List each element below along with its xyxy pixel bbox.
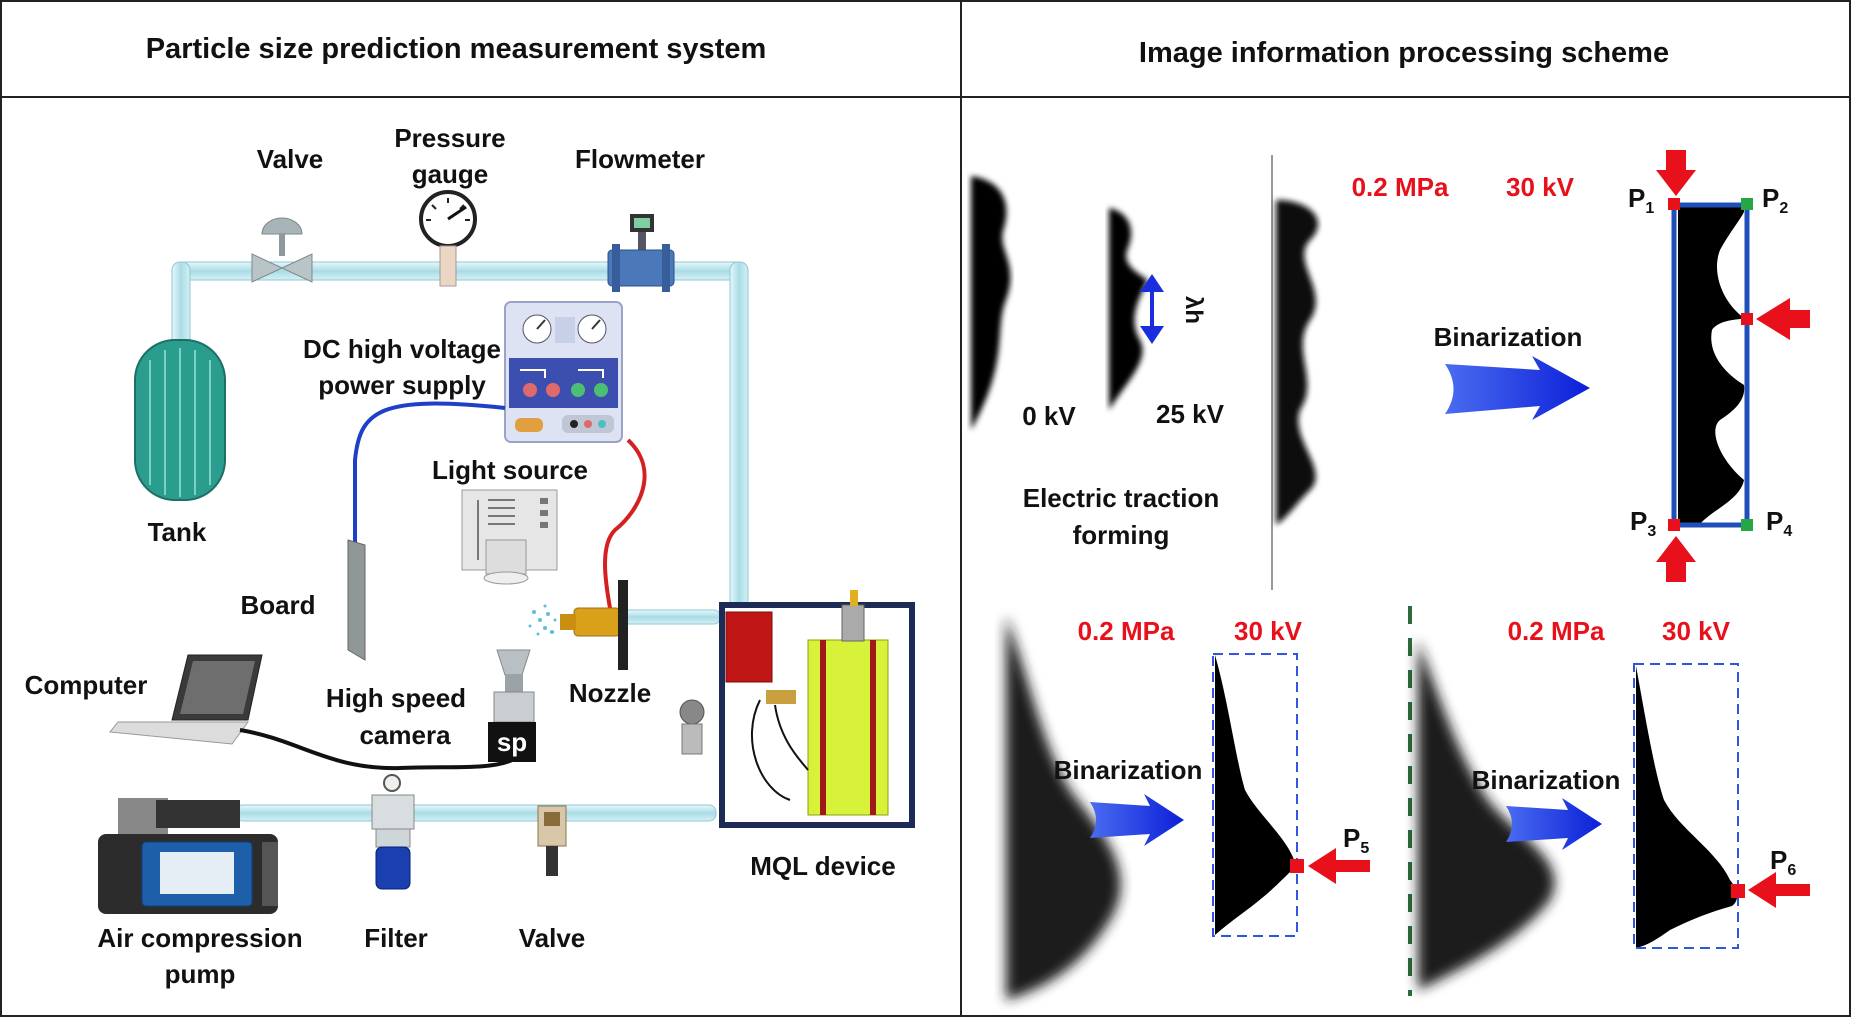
nozzle-label: Nozzle <box>569 678 651 708</box>
top-pressure-label: 0.2 MPa <box>1352 172 1449 202</box>
camera-badge: sp <box>497 727 527 757</box>
light-source-label: Light source <box>432 455 588 485</box>
left-panel-title: Particle size prediction measurement sys… <box>146 33 767 65</box>
camera-label-2: camera <box>359 720 451 750</box>
bottom-valve-illustration <box>537 805 567 876</box>
pipe-network <box>171 261 749 822</box>
top-valve-illustration <box>251 217 313 283</box>
binarized-top <box>1656 150 1810 582</box>
lambda-label: λh <box>1180 296 1207 324</box>
point-p3-label: P3 <box>1630 506 1656 540</box>
top-valve-label: Valve <box>257 144 324 174</box>
bl-voltage-label: 30 kV <box>1234 616 1303 646</box>
pressure-gauge-illustration <box>419 190 477 287</box>
top-voltage-label: 30 kV <box>1506 172 1575 202</box>
dc-supply-label-2: power supply <box>318 370 486 400</box>
br-binarization-label: Binarization <box>1472 765 1621 795</box>
board-label: Board <box>240 590 315 620</box>
tank-label: Tank <box>148 517 207 547</box>
mql-device-label: MQL device <box>750 851 895 881</box>
traction-caption-2: forming <box>1073 520 1170 550</box>
pressure-gauge-label-2: gauge <box>412 159 489 189</box>
pressure-gauge-label-1: Pressure <box>394 123 505 153</box>
label-25kv: 25 kV <box>1156 399 1225 429</box>
camera-illustration <box>488 649 536 762</box>
bl-binarization-label: Binarization <box>1054 755 1203 785</box>
image-grayscale-30kv <box>1276 200 1318 525</box>
point-p5-label: P5 <box>1343 823 1369 857</box>
flowmeter-illustration <box>607 214 675 292</box>
bl-binarization-arrow <box>1090 794 1184 846</box>
traction-caption-1: Electric traction <box>1023 483 1220 513</box>
camera-label-1: High speed <box>326 683 466 713</box>
bl-pressure-label: 0.2 MPa <box>1078 616 1175 646</box>
right-panel-title: Image information processing scheme <box>1139 37 1669 69</box>
camera-cable <box>239 728 513 771</box>
air-pump-label-1: Air compression <box>97 923 302 953</box>
br-pressure-label: 0.2 MPa <box>1508 616 1605 646</box>
flowmeter-label: Flowmeter <box>575 144 705 174</box>
br-binarization-arrow <box>1506 798 1602 850</box>
bottom-valve-label: Valve <box>519 923 586 953</box>
computer-label: Computer <box>25 670 148 700</box>
top-binarization-arrow <box>1445 356 1590 420</box>
point-p6-label: P6 <box>1770 845 1796 879</box>
red-wire <box>603 438 647 609</box>
dc-power-supply-illustration <box>504 301 623 443</box>
point-p2-label: P2 <box>1762 183 1788 217</box>
grayscale-bottom-right <box>1418 640 1555 990</box>
binarized-bottom-right <box>1633 663 1810 949</box>
label-0kv: 0 kV <box>1022 401 1076 431</box>
air-pump-illustration <box>98 798 278 914</box>
blue-wire <box>353 401 506 545</box>
lambda-arrow <box>1140 274 1164 344</box>
filter-illustration <box>371 774 415 890</box>
top-binarization-label: Binarization <box>1434 322 1583 352</box>
point-p4-label: P4 <box>1766 506 1792 540</box>
br-voltage-label: 30 kV <box>1662 616 1731 646</box>
point-p1-label: P1 <box>1628 183 1654 217</box>
dc-supply-label-1: DC high voltage <box>303 334 501 364</box>
nozzle-illustration <box>528 580 628 670</box>
tank-illustration <box>134 339 226 501</box>
image-25kv <box>1109 208 1148 410</box>
filter-label: Filter <box>364 923 428 953</box>
grayscale-bottom-left <box>1006 616 1121 1000</box>
binarized-bottom-left <box>1212 653 1370 937</box>
image-0kv <box>971 176 1011 430</box>
air-pump-label-2: pump <box>165 959 236 989</box>
light-source-illustration <box>461 489 558 585</box>
mql-device-illustration <box>679 590 915 828</box>
computer-illustration <box>109 654 263 745</box>
board-illustration <box>347 539 366 661</box>
